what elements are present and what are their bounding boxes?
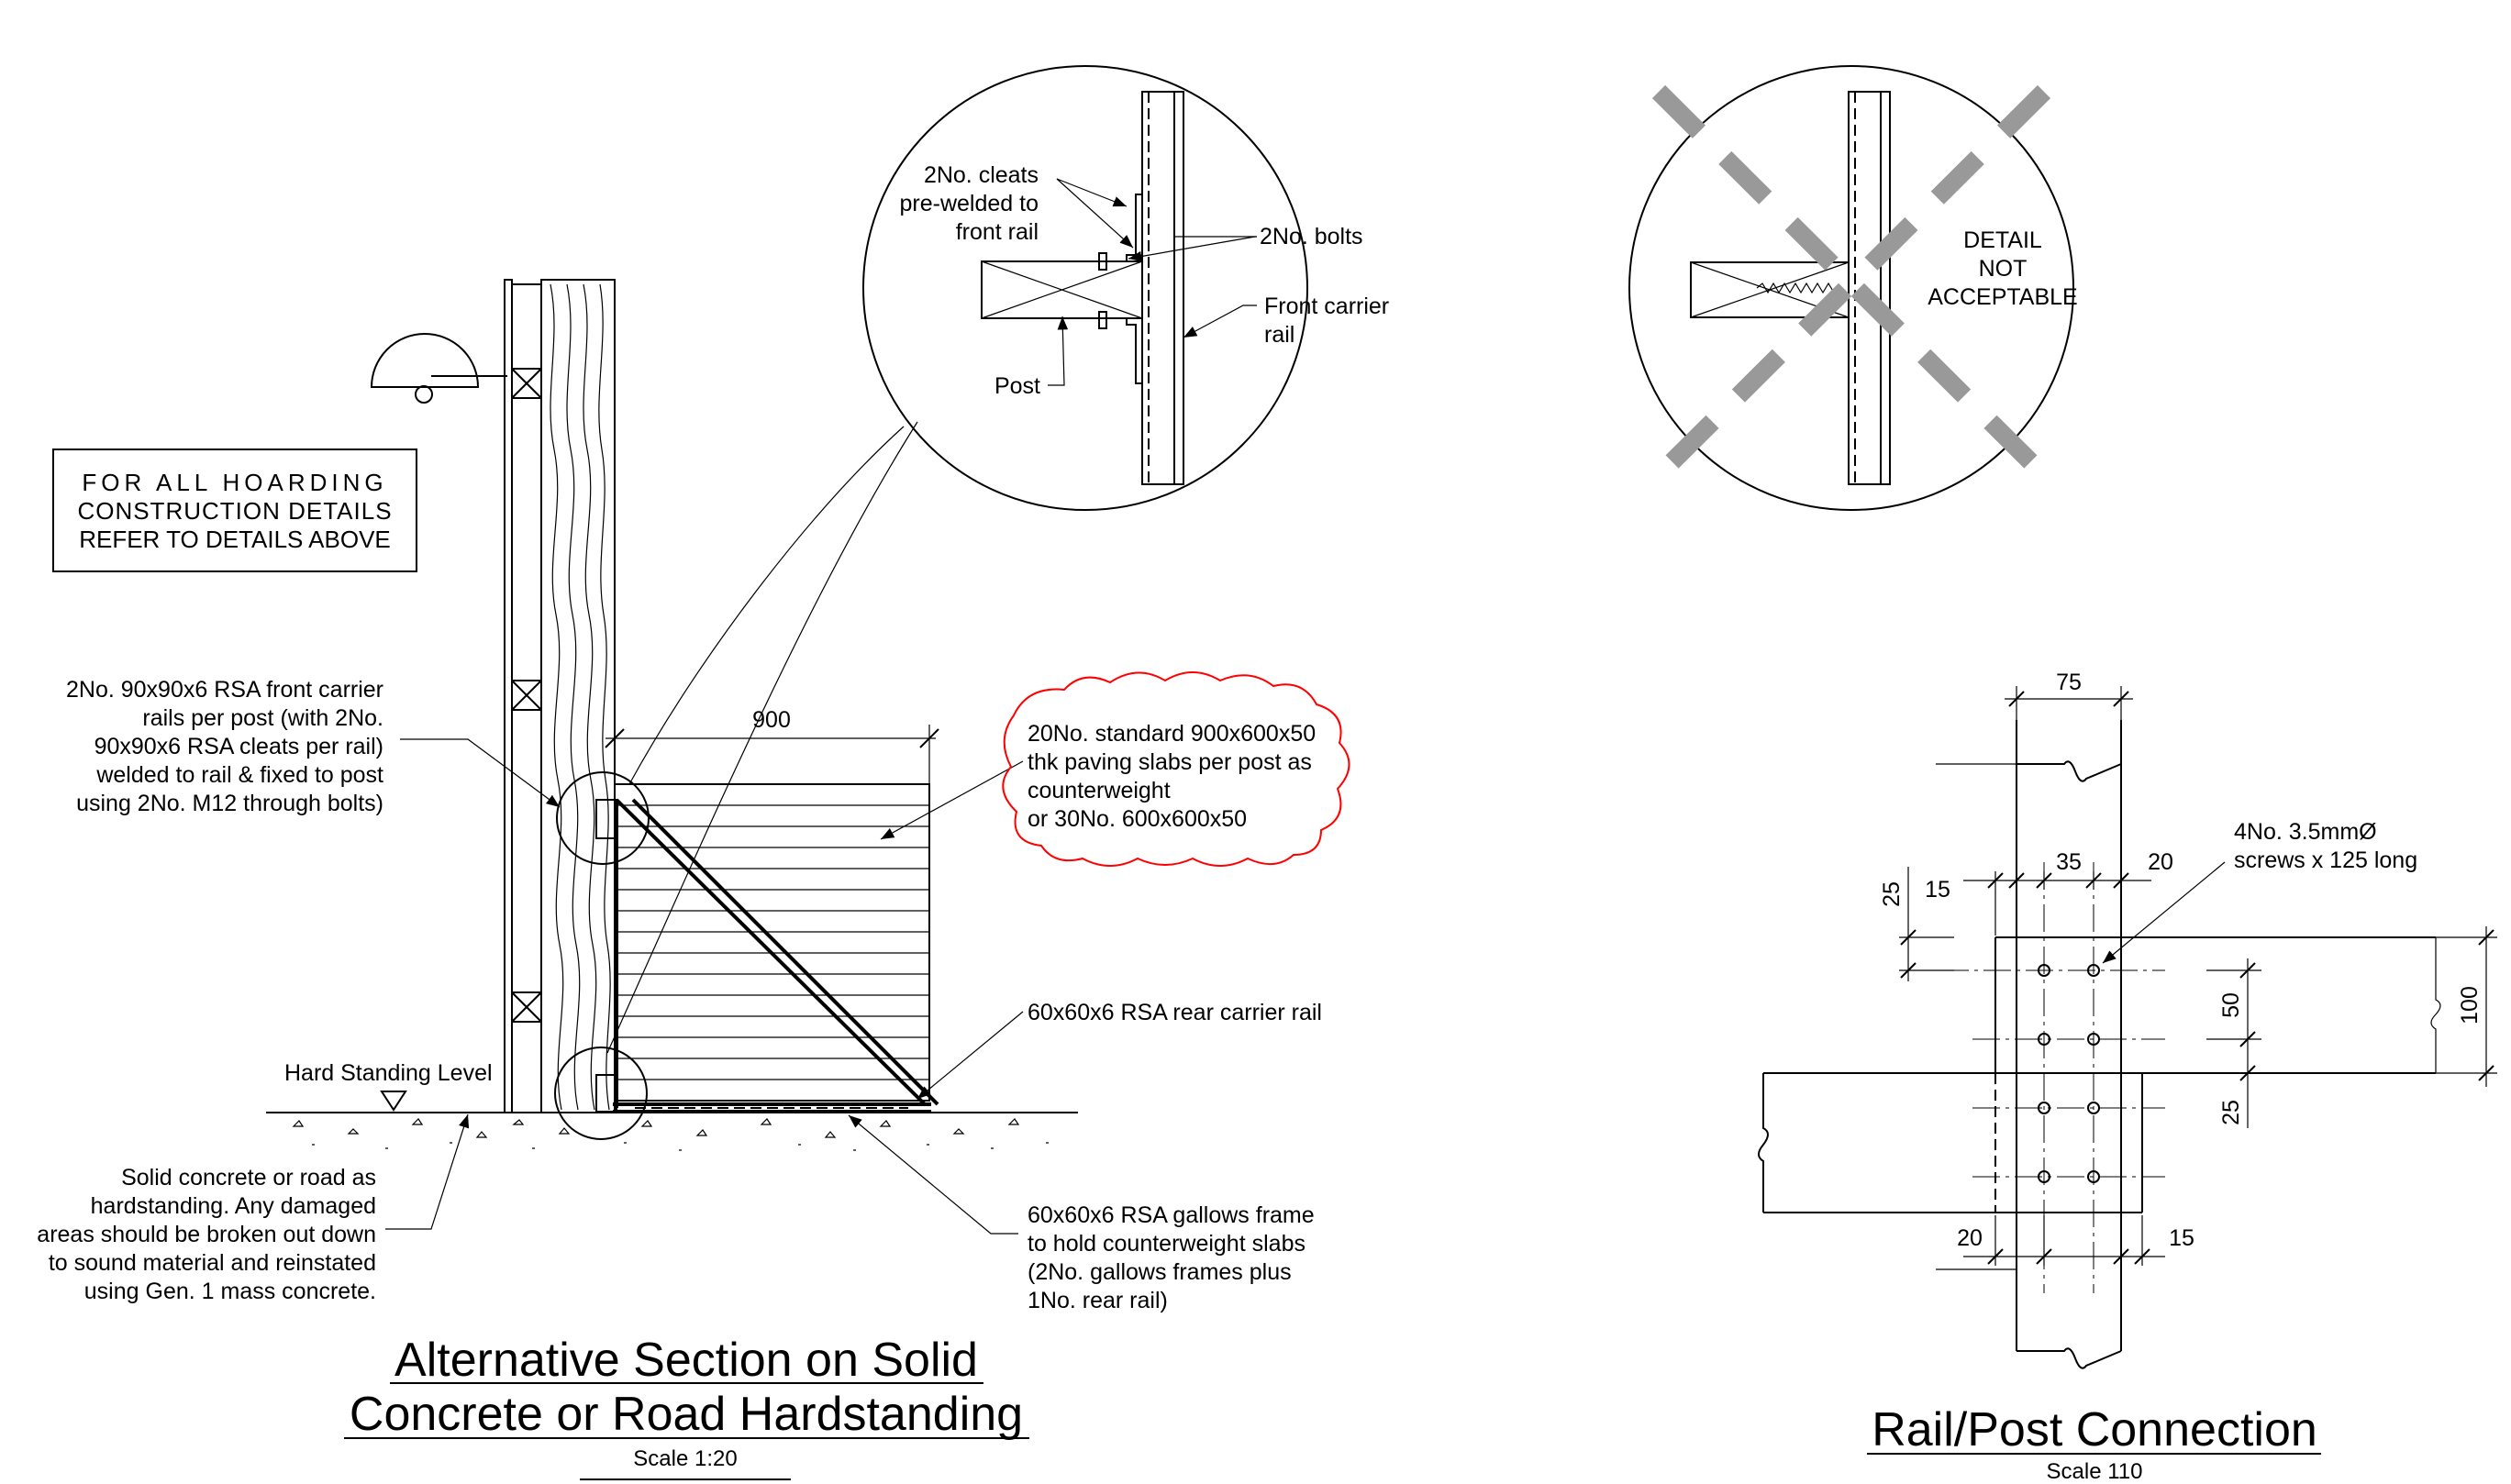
gallows-frame bbox=[595, 798, 939, 1113]
gallows-note-line: (2No. gallows frames plus bbox=[1028, 1259, 1292, 1285]
section-title-line: Alternative Section on Solid bbox=[394, 1334, 978, 1387]
slab-note-line: or 30No. 600x600x50 bbox=[1028, 806, 1247, 832]
dimension-25-mid: 25 bbox=[2218, 1100, 2244, 1125]
section-labels: FOR ALL HOARDING CONSTRUCTION DETAILS RE… bbox=[37, 469, 1322, 1471]
dimension-75: 75 bbox=[2056, 670, 2082, 695]
note-box bbox=[52, 449, 417, 572]
slab-note-line: counterweight bbox=[1028, 778, 1171, 803]
note-box-line: REFER TO DETAILS ABOVE bbox=[79, 526, 391, 553]
rail-post-connection-drawing bbox=[1758, 686, 2497, 1455]
front-rail-note-line: welded to rail & fixed to post bbox=[95, 762, 383, 788]
hardstanding-note-line: areas should be broken out down bbox=[37, 1222, 376, 1247]
magnified-connection-detail bbox=[862, 65, 1308, 511]
rear-rail-note: 60x60x6 RSA rear carrier rail bbox=[1028, 1000, 1322, 1025]
dimension-50: 50 bbox=[2218, 992, 2244, 1018]
revision-cloud bbox=[1002, 671, 1350, 867]
gallows-note-line: 1No. rear rail) bbox=[1028, 1288, 1168, 1313]
dimension-20-top: 20 bbox=[2148, 849, 2173, 875]
hardstanding-note-line: to sound material and reinstated bbox=[49, 1250, 376, 1276]
note-box-line: CONSTRUCTION DETAILS bbox=[77, 497, 392, 525]
dimension-20-bottom: 20 bbox=[1957, 1225, 1983, 1251]
hardstanding-note-line: hardstanding. Any damaged bbox=[91, 1193, 376, 1219]
bolts-note: 2No. bolts bbox=[1260, 224, 1363, 249]
dimension-25-top: 25 bbox=[1879, 881, 1905, 907]
hardstanding-note-line: Solid concrete or road as bbox=[121, 1165, 376, 1191]
post-label: Post bbox=[994, 373, 1040, 399]
front-rail-note-line: 90x90x6 RSA cleats per rail) bbox=[94, 734, 383, 759]
cleats-note-line: front rail bbox=[956, 219, 1039, 245]
rail-post-scale: Scale 110 bbox=[2047, 1459, 2143, 1484]
level-marker-icon bbox=[380, 1091, 407, 1112]
rail-post-title: Rail/Post Connection bbox=[1872, 1403, 2317, 1456]
front-rail-note-line: using 2No. M12 through bolts) bbox=[76, 791, 383, 816]
lamp-icon bbox=[370, 333, 480, 388]
screws-note-line: screws x 125 long bbox=[2234, 847, 2417, 873]
circle-labels: 2No. cleats pre-welded to front rail 2No… bbox=[900, 162, 1390, 399]
cleats-note-line: pre-welded to bbox=[900, 191, 1039, 216]
timber-post bbox=[540, 279, 616, 1113]
screws-note-line: 4No. 3.5mmØ bbox=[2234, 819, 2377, 845]
section-title-line: Concrete or Road Hardstanding bbox=[350, 1388, 1023, 1441]
dimension-100: 100 bbox=[2457, 986, 2483, 1024]
unacceptable-note-line: NOT bbox=[1979, 256, 2028, 282]
slab-stack bbox=[614, 783, 930, 1102]
unacceptable-labels: DETAIL NOT ACCEPTABLE bbox=[1928, 227, 2077, 310]
unacceptable-note-line: ACCEPTABLE bbox=[1928, 284, 2077, 310]
cleats-note-line: 2No. cleats bbox=[924, 162, 1039, 188]
gallows-note-line: to hold counterweight slabs bbox=[1028, 1231, 1305, 1257]
slab-note-line: 20No. standard 900x600x50 bbox=[1028, 721, 1316, 747]
slab-note-line: thk paving slabs per post as bbox=[1028, 749, 1312, 775]
dimension-900: 900 bbox=[752, 707, 791, 733]
unacceptable-note-line: DETAIL bbox=[1963, 227, 2042, 253]
front-rail-label-line: rail bbox=[1264, 322, 1294, 348]
front-rail-label-line: Front carrier bbox=[1264, 293, 1389, 319]
section-scale: Scale 1:20 bbox=[633, 1446, 737, 1471]
hardstanding-note-line: using Gen. 1 mass concrete. bbox=[84, 1279, 376, 1304]
note-box-line: FOR ALL HOARDING bbox=[82, 469, 387, 496]
front-rail-note-line: rails per post (with 2No. bbox=[142, 705, 383, 731]
dimension-15-bottom: 15 bbox=[2169, 1225, 2194, 1251]
gallows-note-line: 60x60x6 RSA gallows frame bbox=[1028, 1202, 1315, 1228]
rail-post-labels: 75 35 20 15 25 4No. 3.5mmØ screws x 125 … bbox=[1872, 670, 2483, 1484]
hard-standing-label: Hard Standing Level bbox=[284, 1060, 493, 1086]
dimension-35: 35 bbox=[2056, 849, 2082, 875]
section-drawing bbox=[52, 279, 1350, 1480]
dimension-15-left: 15 bbox=[1925, 877, 1950, 903]
front-rail-note-line: 2No. 90x90x6 RSA front carrier bbox=[66, 677, 383, 703]
unacceptable-detail bbox=[1628, 65, 2074, 511]
